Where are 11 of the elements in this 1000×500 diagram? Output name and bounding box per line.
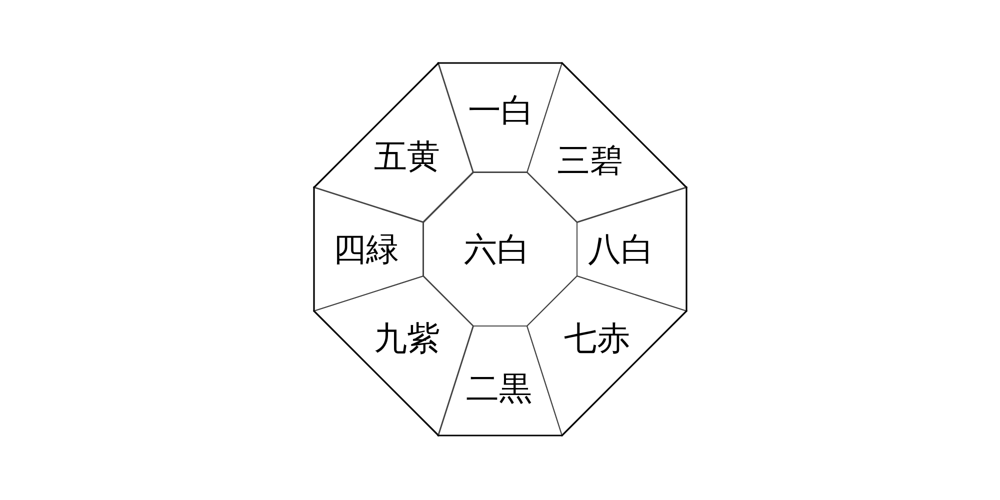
panel-label: 二黒 (466, 372, 532, 404)
panel-label: 九紫 (374, 322, 440, 354)
panel-label: 一白 (468, 94, 534, 126)
panel-label: 四緑 (333, 232, 399, 266)
panel-label: 三碧 (557, 144, 623, 176)
trapezoid-panel (575, 185, 688, 313)
panel-label: 七赤 (564, 322, 630, 354)
panel-label: 八白 (588, 232, 654, 266)
panel-label: 六白 (464, 232, 530, 266)
panel-label: 五黄 (374, 140, 440, 172)
trapezoid-panel (312, 185, 425, 313)
